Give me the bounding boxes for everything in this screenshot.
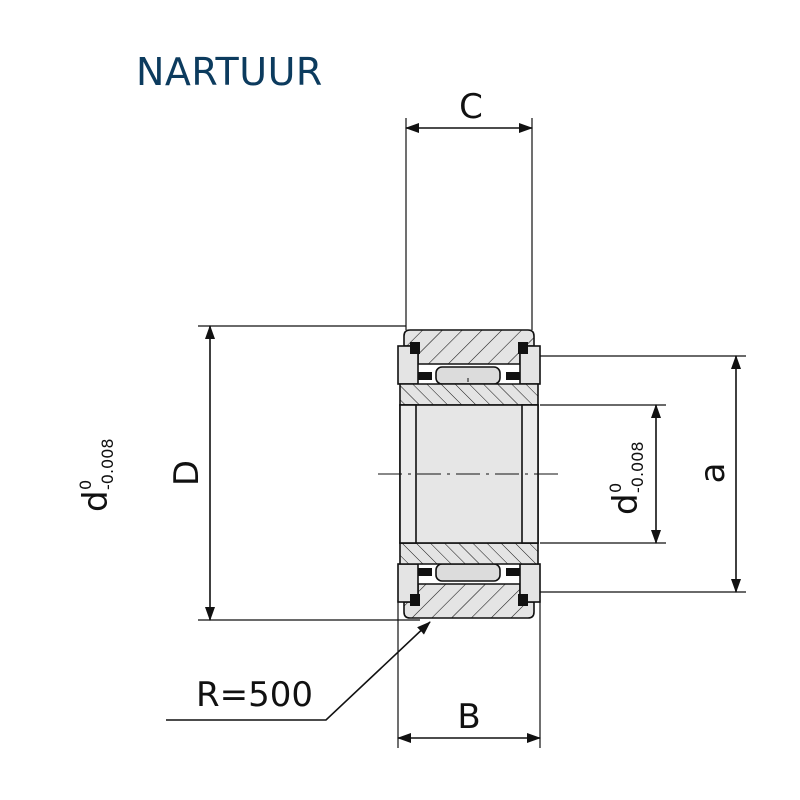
dimension-d-inner: d 0 -0.008 (606, 404, 661, 544)
extension-lines (198, 118, 746, 748)
dimension-C: C (405, 87, 533, 133)
dimension-D: D (167, 325, 215, 621)
dimension-d-left: d 0 -0.008 (76, 438, 117, 512)
dim-label-d-left: d (76, 490, 116, 512)
tol-upper-left: 0 (76, 480, 95, 490)
dim-label-a: a (693, 463, 733, 484)
dim-label-B: B (457, 697, 480, 737)
tol-upper-inner: 0 (606, 483, 625, 493)
dim-label-C: C (459, 87, 483, 127)
product-title: NARTUUR (136, 50, 323, 94)
dim-label-d-inner: d (606, 493, 646, 515)
dim-label-D: D (167, 460, 207, 486)
radius-label: R=500 (196, 675, 313, 715)
tol-lower-inner: -0.008 (628, 441, 647, 493)
bearing-section (378, 329, 560, 619)
dimension-a: a (693, 355, 741, 593)
radius-callout: R=500 (166, 621, 431, 721)
tol-lower-left: -0.008 (98, 438, 117, 490)
dimension-B: B (397, 697, 541, 743)
